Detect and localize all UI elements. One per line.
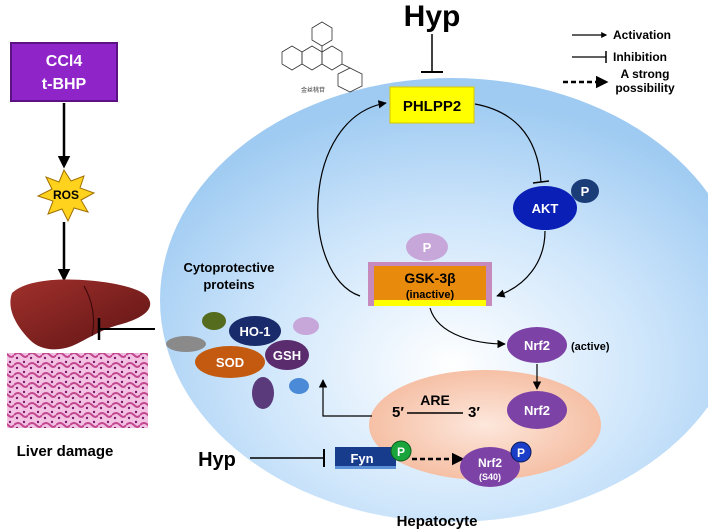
gsk3b-phospho-label: P <box>423 240 432 255</box>
phlpp2-inhibits-akt-line <box>474 103 542 183</box>
legend-inhibition-label: Inhibition <box>613 50 667 64</box>
ho1-blob <box>229 316 281 346</box>
akt-phospho-label: P <box>581 184 590 199</box>
gsk3b-state-label: (inactive) <box>406 289 455 301</box>
legend-activation-label: Activation <box>613 28 671 42</box>
protein-blob-grey <box>166 336 206 352</box>
liver-histology-image <box>7 353 148 428</box>
legend-possibility-label-2: possibility <box>615 81 675 95</box>
nrf2-s40-label: Nrf2 <box>478 456 502 470</box>
protein-blob-green <box>202 312 226 330</box>
hepatocyte-label: Hepatocyte <box>397 513 478 530</box>
nrf2-s40-node <box>460 447 520 487</box>
akt-phospho-badge <box>571 179 599 203</box>
inducer-box <box>10 42 118 102</box>
phlpp2-inhibits-akt-bar <box>532 180 550 184</box>
inducer-line2: t-BHP <box>42 76 87 93</box>
fyn-label: Fyn <box>350 451 373 466</box>
s40-label: (S40) <box>479 472 501 482</box>
inducer-line1: CCl4 <box>46 53 83 70</box>
nrf2-s40-phospho-badge <box>510 441 532 463</box>
nrf2-nuclear-node <box>507 391 567 429</box>
protein-blob-purple <box>252 377 274 409</box>
gsk3b-to-phlpp2-arrow <box>317 100 387 297</box>
fyn-phospho-badge <box>390 440 412 462</box>
are-label: ARE <box>420 392 450 408</box>
sod-blob <box>195 346 265 378</box>
ho1-label: HO-1 <box>239 324 270 339</box>
nrf2-nuclear-label: Nrf2 <box>524 403 550 418</box>
liver-icon <box>10 279 151 350</box>
are-to-proteins-arrow <box>318 379 372 417</box>
phlpp2-label: PHLPP2 <box>403 98 461 115</box>
compound-label: 金丝桃苷 <box>301 86 325 94</box>
nrf2-active-node <box>507 327 567 363</box>
gsh-blob <box>265 340 309 370</box>
protein-blob-lilac <box>293 317 319 335</box>
gsk3b-phospho-badge <box>406 233 448 261</box>
protein-blob-blue <box>289 378 309 394</box>
hyp-top-label: Hyp <box>404 0 461 33</box>
gsh-label: GSH <box>273 348 301 363</box>
hyp-left-label: Hyp <box>198 449 236 471</box>
akt-label: AKT <box>532 201 559 216</box>
akt-node <box>513 186 577 230</box>
nrf2-s40-phospho-label: P <box>517 446 525 460</box>
sod-label: SOD <box>216 355 244 370</box>
fyn-box <box>335 447 396 469</box>
fyn-phospho-label: P <box>397 445 405 459</box>
legend-possibility-label-1: A strong <box>621 67 670 81</box>
nrf2-active-label: Nrf2 <box>524 338 550 353</box>
nrf2-active-state-label: (active) <box>571 341 610 353</box>
gsk3b-label: GSK-3β <box>404 270 456 286</box>
hyperoside-structure-icon <box>281 21 363 93</box>
cytoprotective-label-1: Cytoprotective <box>183 260 274 275</box>
gsk3b-to-nrf2-arrow <box>429 307 506 349</box>
ros-starburst <box>36 168 96 223</box>
ros-label: ROS <box>53 188 79 202</box>
akt-to-gsk3b-arrow <box>496 230 546 298</box>
three-prime-label: 3′ <box>468 404 480 421</box>
gsk3b-box <box>374 266 486 300</box>
liver-damage-label: Liver damage <box>17 443 114 460</box>
five-prime-label: 5′ <box>392 404 404 421</box>
cytoprotective-label-2: proteins <box>203 277 254 292</box>
phlpp2-box <box>389 86 475 124</box>
